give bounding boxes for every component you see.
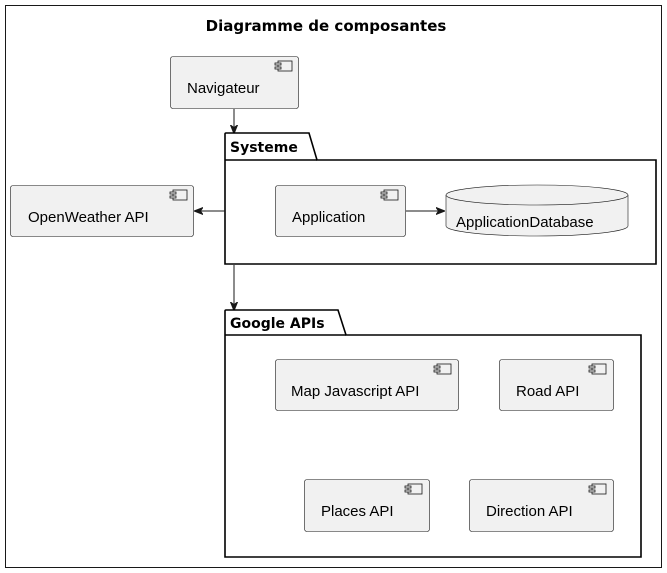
component-icon — [169, 189, 188, 201]
component-label: OpenWeather API — [28, 209, 149, 226]
component-map-javascript-api[interactable]: Map Javascript API — [275, 359, 459, 411]
component-direction-api[interactable]: Direction API — [469, 479, 614, 532]
component-label: Places API — [321, 503, 394, 520]
component-label: Navigateur — [187, 80, 260, 97]
component-icon — [380, 189, 399, 201]
component-label: Application — [292, 209, 365, 226]
component-icon — [588, 363, 607, 375]
component-openweather-api[interactable]: OpenWeather API — [10, 185, 194, 237]
component-icon — [433, 363, 452, 375]
database-applicationdatabase[interactable]: ApplicationDatabase — [445, 184, 629, 237]
component-label: Map Javascript API — [291, 383, 419, 400]
diagram-title: Diagramme de composantes — [206, 17, 447, 35]
component-places-api[interactable]: Places API — [304, 479, 430, 532]
component-application[interactable]: Application — [275, 185, 406, 237]
component-label: Road API — [516, 383, 579, 400]
component-icon — [404, 483, 423, 495]
component-icon — [588, 483, 607, 495]
component-road-api[interactable]: Road API — [499, 359, 614, 411]
component-navigateur[interactable]: Navigateur — [170, 56, 299, 109]
component-icon — [274, 60, 293, 72]
package-label: Google APIs — [230, 316, 325, 332]
package-label: Systeme — [230, 140, 298, 156]
component-label: Direction API — [486, 503, 573, 520]
database-label: ApplicationDatabase — [456, 214, 594, 231]
